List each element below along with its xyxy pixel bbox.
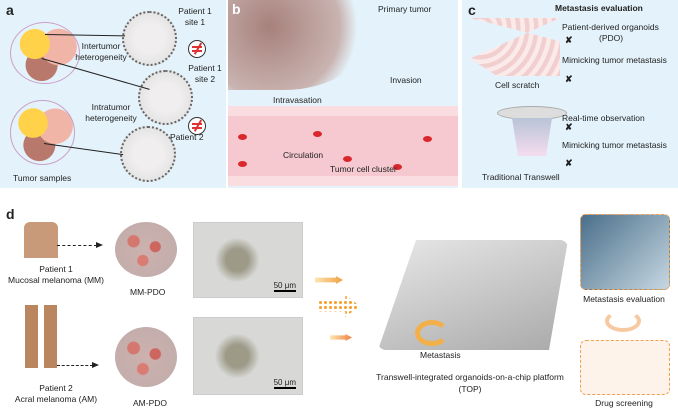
intratumor-label-line1: Intratumor	[91, 102, 131, 112]
panel-a-label: a	[6, 2, 14, 18]
cell-scratch-label: Cell scratch	[495, 80, 540, 90]
patient2-diagnosis: Acral melanoma (AM)	[14, 394, 98, 404]
patient1-site1-organoid	[122, 11, 177, 66]
am-pdo-label: AM-PDO	[133, 398, 167, 408]
panel-c-title: Metastasis evaluation	[555, 3, 643, 13]
patient2-organoid	[120, 126, 176, 182]
top-label-line1: Transwell-integrated organoids-on-a-chip…	[376, 372, 564, 382]
arrow-middle	[318, 295, 360, 317]
patient2-legs	[25, 305, 57, 368]
intravasation-label: Intravasation	[273, 95, 322, 105]
top-chip-platform	[378, 240, 568, 350]
mm-pdo-micrograph: 50 μm	[193, 222, 303, 298]
drug-screening-label: Drug screening	[595, 398, 653, 408]
cell-scratch-illustration	[470, 18, 560, 76]
panel-c-label: c	[468, 2, 476, 18]
am-pdo-organoid	[115, 327, 177, 387]
arrow-patient2	[57, 361, 99, 368]
metastasis-cycle-icon	[415, 320, 449, 346]
transwell-insert	[512, 118, 552, 156]
patient2-label: Patient 2	[170, 132, 204, 142]
intratumor-label-line2: heterogeneity	[85, 113, 137, 123]
patient1-site2-organoid	[138, 70, 193, 125]
cross-icon: ✘	[565, 122, 573, 132]
tumor-samples-label: Tumor samples	[13, 173, 72, 183]
mm-pdo-organoid	[115, 222, 177, 277]
blood-vessel	[228, 106, 458, 186]
invasion-label: Invasion	[390, 75, 422, 85]
tumor-sample-2	[10, 100, 75, 165]
p1s2-label-line1: Patient 1	[188, 63, 222, 73]
p1s1-label-line2: site 1	[184, 17, 206, 27]
intertumor-label-line2: heterogeneity	[75, 52, 127, 62]
arrow-top	[315, 276, 343, 284]
not-equal-icon	[188, 40, 206, 58]
pdo-label-line1: Patient-derived organoids	[562, 22, 659, 32]
realtime-label: Real-time observation	[562, 113, 645, 123]
patient1-face	[24, 222, 58, 258]
panel-d-label: d	[6, 206, 15, 222]
metastasis-evaluation-label: Metastasis evaluation	[583, 294, 665, 304]
intertumor-label-line1: Intertumor	[81, 41, 121, 51]
am-pdo-micrograph: 50 μm	[193, 317, 303, 395]
panel-c: c Metastasis evaluation Cell scratch Pat…	[462, 0, 678, 188]
top-label-line2: (TOP)	[458, 384, 482, 394]
cross-icon: ✘	[565, 74, 573, 84]
circulation-label: Circulation	[283, 150, 324, 160]
cross-icon: ✘	[565, 158, 573, 168]
p1s1-label-line1: Patient 1	[178, 6, 212, 16]
scale-bar: 50 μm	[273, 378, 296, 389]
patient2-label: Patient 2	[39, 383, 73, 393]
cross-icon: ✘	[565, 35, 573, 45]
patient1-diagnosis: Mucosal melanoma (MM)	[8, 275, 104, 285]
arrow-bottom	[330, 334, 352, 341]
scale-bar: 50 μm	[273, 281, 296, 292]
primary-tumor-label: Primary tumor	[378, 4, 432, 14]
transwell-illustration	[497, 106, 567, 120]
panel-a: a Patient 1 site 1 Patient 1 site 2 Pati…	[0, 0, 226, 188]
panel-b: b Primary tumor Invasion Intravasation C…	[228, 0, 458, 188]
metastasis-label: Metastasis	[420, 350, 461, 360]
not-equal-icon	[188, 117, 206, 135]
mm-pdo-label: MM-PDO	[130, 287, 166, 297]
transwell-label: Traditional Transwell	[482, 172, 560, 182]
tumor-sample-1	[10, 22, 80, 84]
tumor-cell-cluster-label: Tumor cell cluster	[330, 164, 397, 174]
mimic-label-2: Mimicking tumor metastasis	[562, 140, 667, 150]
arrow-patient1	[57, 241, 103, 248]
panel-b-label: b	[232, 1, 241, 17]
cycle-arrows-icon	[605, 310, 641, 332]
mimic-label-1: Mimicking tumor metastasis	[562, 55, 667, 65]
drug-screening-box	[580, 340, 670, 395]
pdo-label-line2: (PDO)	[599, 33, 624, 43]
p1s2-label-line2: site 2	[194, 74, 216, 84]
metastasis-evaluation-box	[580, 214, 670, 290]
patient1-label: Patient 1	[39, 264, 73, 274]
primary-tumor-illustration	[228, 0, 368, 90]
